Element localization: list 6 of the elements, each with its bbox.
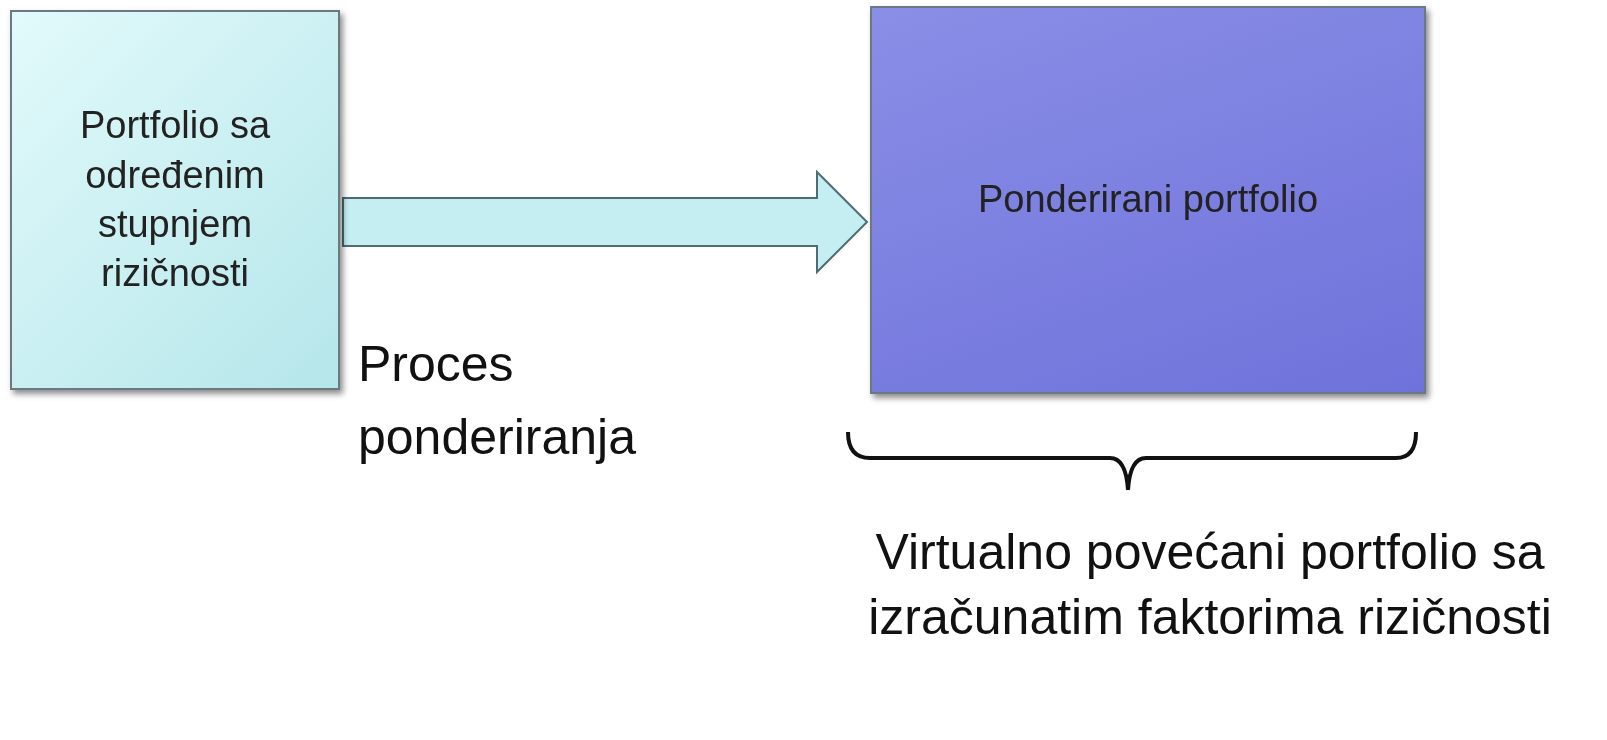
process-box: [870, 6, 1426, 394]
bracket-label: Virtualno povećani portfolio sa izračunatim faktorima rizičnosti: [867, 523, 1553, 647]
node-text: Portfolio sa određenim stupnjem rizičnosti: [78, 103, 272, 297]
block-arrow: [342, 169, 869, 275]
process-box: [10, 10, 340, 390]
node-text: Ponderirani portfolio: [977, 177, 1319, 223]
